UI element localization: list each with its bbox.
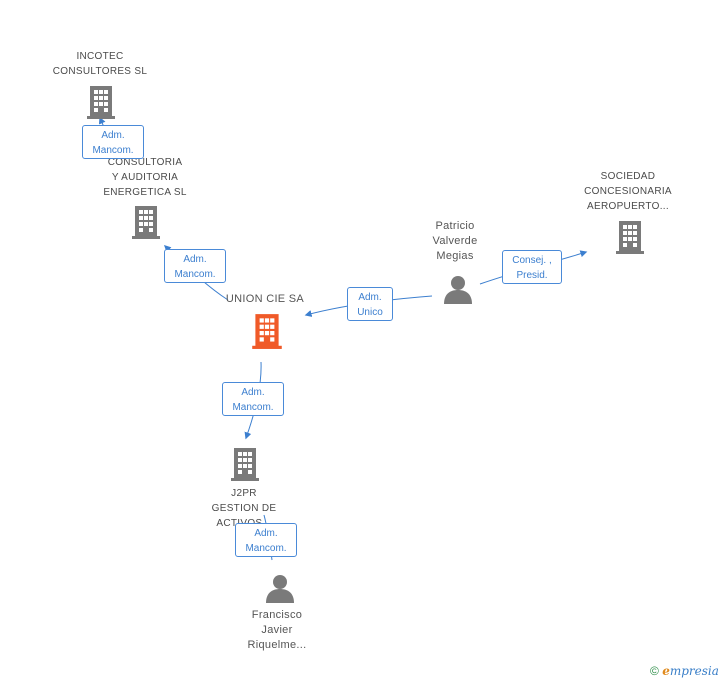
building-icon[interactable] bbox=[615, 219, 645, 255]
building-icon[interactable] bbox=[230, 446, 260, 482]
brand-logo: empresia bbox=[662, 664, 719, 678]
person-icon[interactable] bbox=[265, 573, 295, 603]
person-icon[interactable] bbox=[443, 274, 473, 304]
node-label-union[interactable]: UNION CIE SA bbox=[225, 293, 305, 305]
building-icon[interactable] bbox=[251, 312, 283, 350]
relation-label[interactable]: Adm. Mancom. bbox=[235, 523, 297, 557]
brand-footer[interactable]: © empresia bbox=[650, 664, 719, 678]
relation-label[interactable]: Adm. Mancom. bbox=[222, 382, 284, 416]
node-label-francisco[interactable]: Francisco Javier Riquelme... bbox=[247, 609, 307, 651]
relation-label[interactable]: Adm. Unico bbox=[347, 287, 393, 321]
node-label-consultoria[interactable]: CONSULTORIA Y AUDITORIA ENERGETICA SL bbox=[103, 157, 187, 198]
node-label-patricio[interactable]: Patricio Valverde Megias bbox=[432, 220, 478, 262]
relation-label[interactable]: Adm. Mancom. bbox=[164, 249, 226, 283]
building-icon[interactable] bbox=[86, 84, 116, 120]
node-label-sociedad[interactable]: SOCIEDAD CONCESIONARIA AEROPUERTO... bbox=[584, 171, 672, 212]
relation-label[interactable]: Consej. , Presid. bbox=[502, 250, 562, 284]
copyright-symbol: © bbox=[650, 664, 659, 678]
building-icon[interactable] bbox=[131, 204, 161, 240]
node-label-incotec[interactable]: INCOTEC CONSULTORES SL bbox=[52, 51, 148, 77]
relation-label[interactable]: Adm. Mancom. bbox=[82, 125, 144, 159]
